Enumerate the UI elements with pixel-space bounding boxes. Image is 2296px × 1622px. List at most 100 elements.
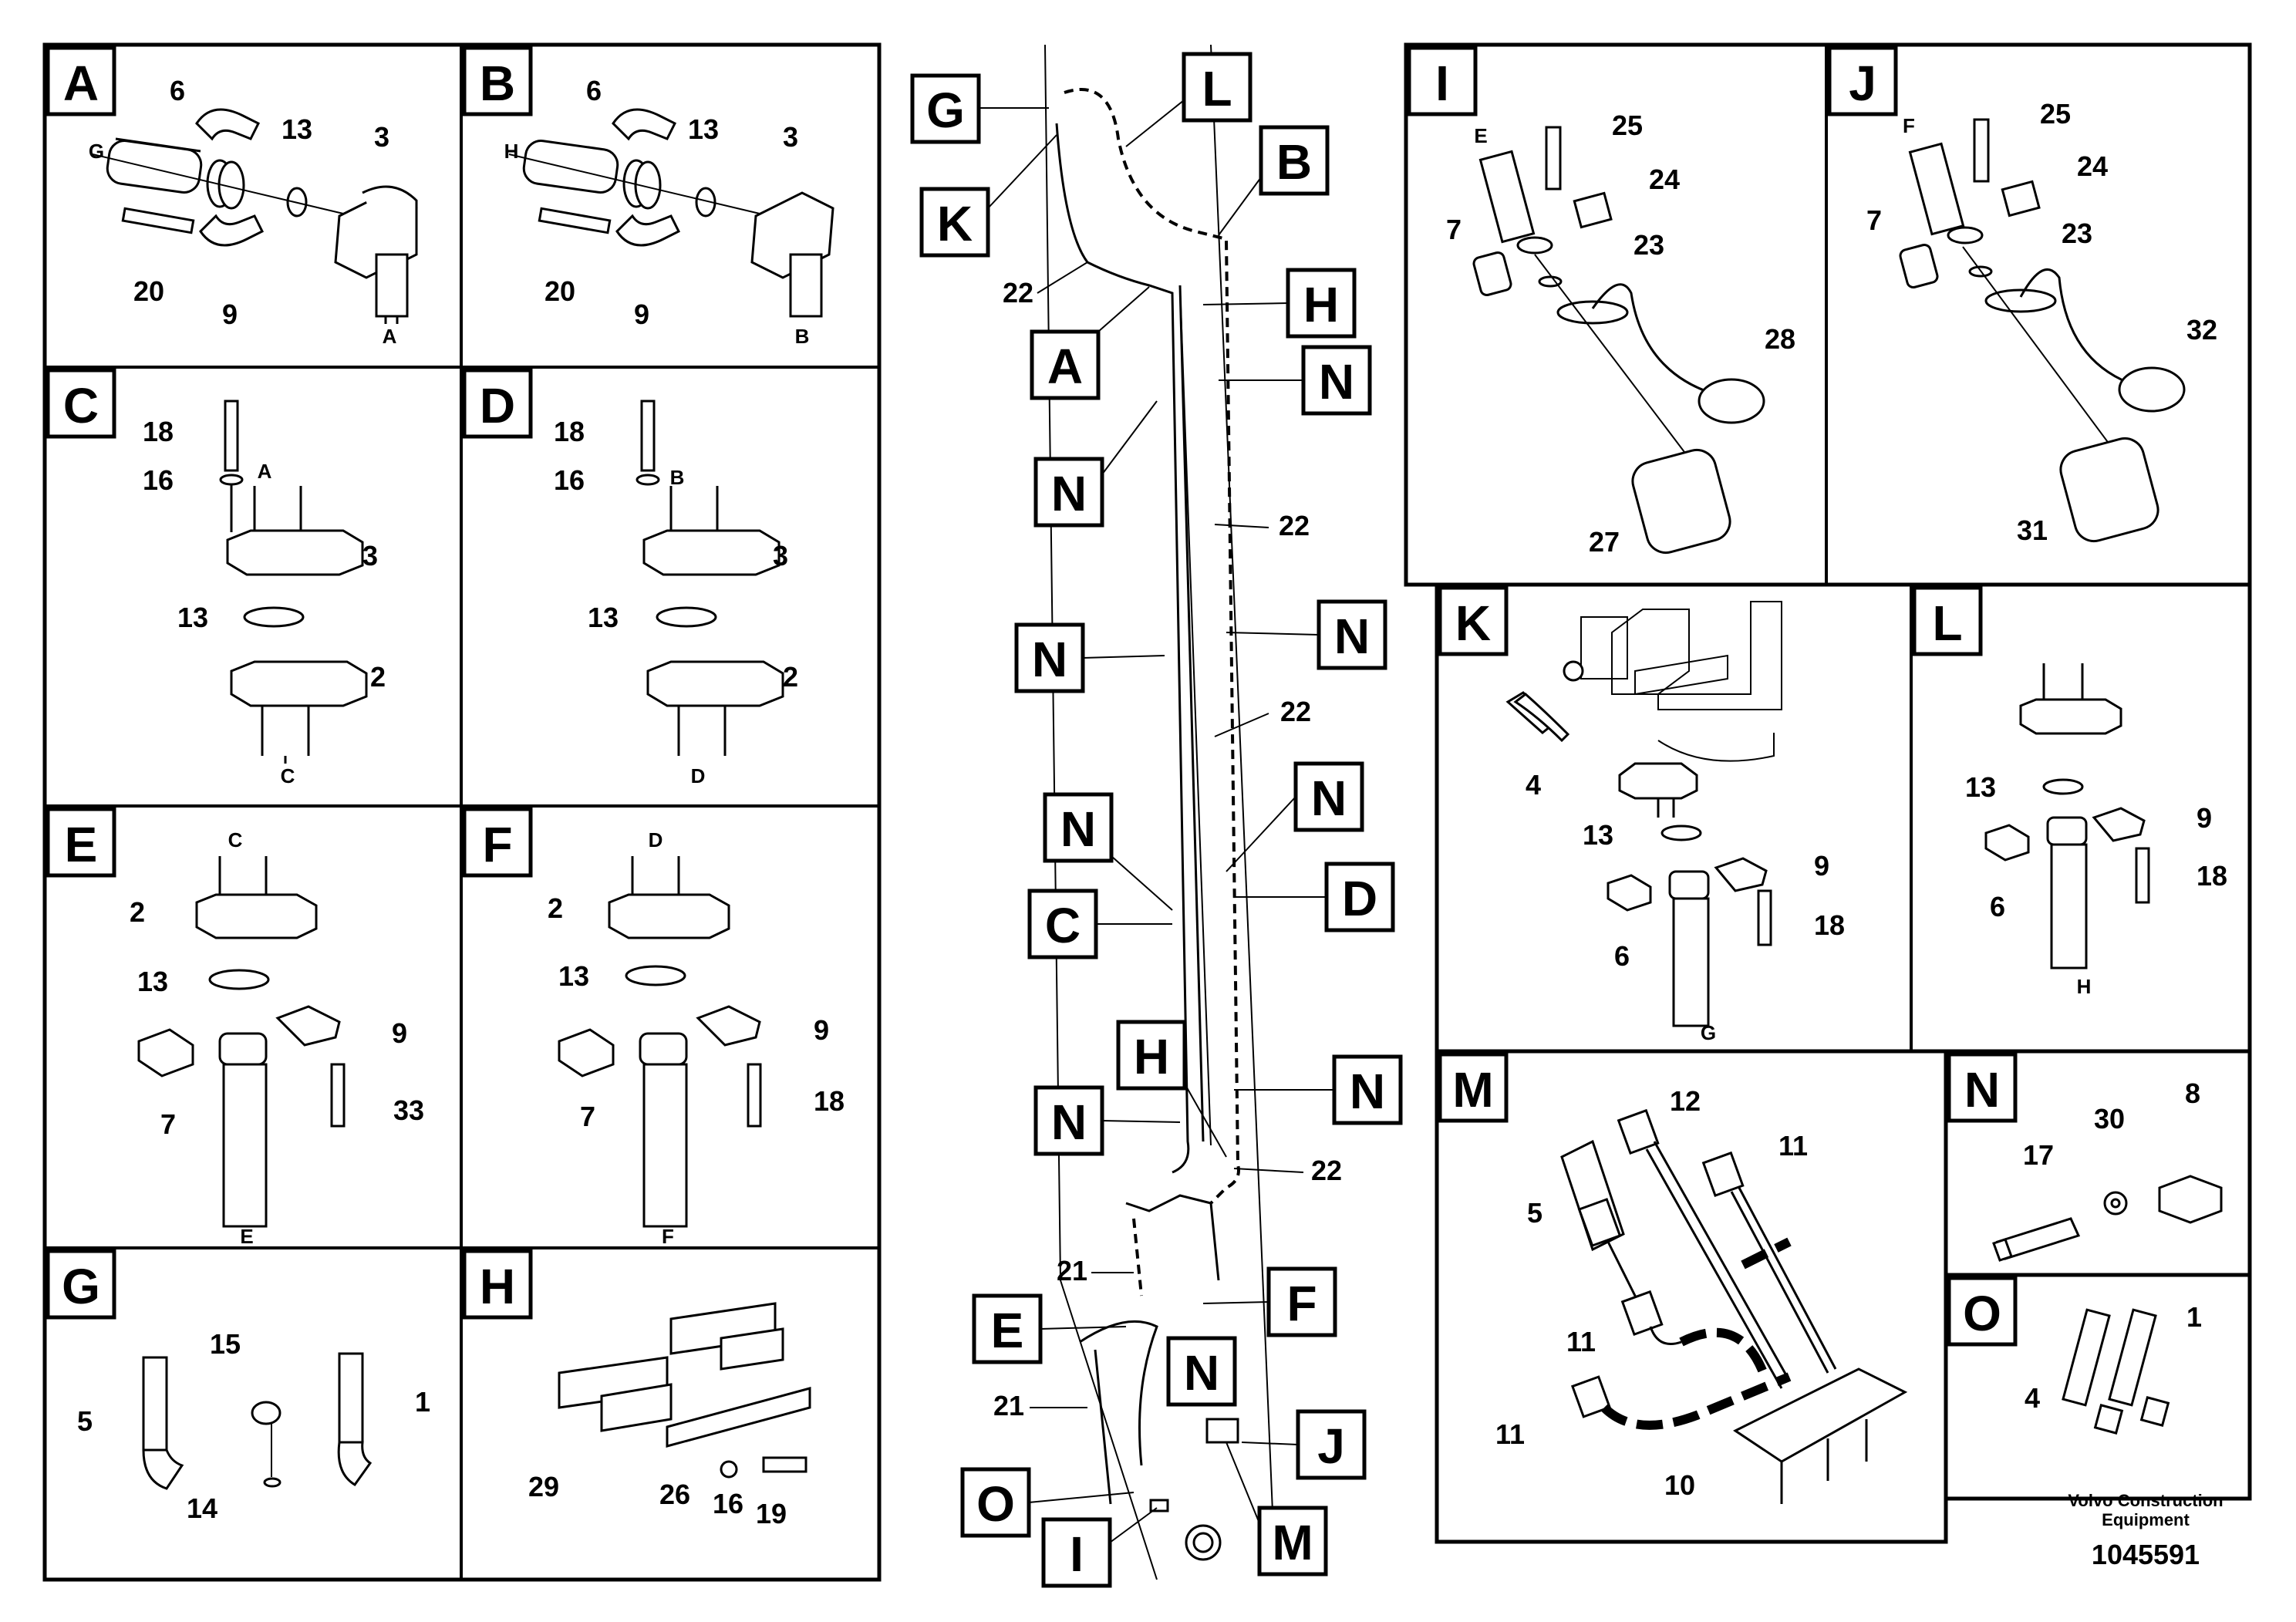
callout-n: N (1043, 792, 1114, 863)
part-number: 9 (392, 1017, 407, 1049)
part-number: 23 (1633, 229, 1664, 261)
svg-text:I: I (1070, 1526, 1084, 1582)
callout-n: N (1014, 622, 1085, 693)
connection-label: H (2077, 975, 2092, 998)
part-number: 20 (544, 275, 575, 307)
part-number: 15 (210, 1328, 241, 1360)
part-number: 10 (1664, 1469, 1695, 1501)
part-number: 29 (528, 1471, 559, 1502)
svg-text:C: C (1045, 898, 1081, 953)
panel-d: D 18 16 3 13 2 B D (462, 368, 798, 787)
part-number: 13 (688, 113, 719, 145)
svg-text:N: N (1319, 354, 1354, 410)
right-grid-frame (1404, 42, 2252, 1544)
panel-letter: B (480, 56, 515, 111)
svg-text:D: D (1342, 871, 1377, 926)
panel-g: G 15 5 1 14 (46, 1249, 430, 1524)
connection-label: G (89, 140, 104, 163)
part-number: 3 (773, 540, 788, 572)
svg-text:O: O (976, 1476, 1015, 1532)
part-number: 7 (1866, 204, 1882, 236)
part-number: 33 (393, 1094, 424, 1126)
part-number: 6 (170, 75, 185, 106)
part-number: 2 (548, 892, 563, 924)
connection-label: F (662, 1225, 674, 1248)
part-number: 3 (362, 540, 378, 572)
part-number: 24 (1649, 164, 1680, 195)
part-number: 18 (814, 1085, 845, 1117)
panel-letter: O (1963, 1286, 2001, 1341)
panel-n: N 8 30 17 (1947, 1052, 2223, 1262)
callout-n: N (1293, 761, 1364, 832)
connection-label: C (281, 764, 295, 787)
svg-text:N: N (1184, 1345, 1219, 1401)
company-name-line1: Volvo Construction (2068, 1491, 2223, 1510)
part-number: 11 (1778, 1130, 1808, 1162)
document-number: 1045591 (2092, 1539, 2200, 1570)
part-number: 9 (634, 298, 649, 330)
part-number: 9 (1814, 850, 1829, 882)
callout-m: M (1257, 1506, 1328, 1576)
callout-n: N (1033, 1085, 1104, 1156)
part-number: 21 (1057, 1255, 1087, 1286)
svg-text:H: H (1134, 1029, 1169, 1084)
part-number: 17 (2023, 1139, 2054, 1171)
connection-label: F (1903, 114, 1915, 137)
panel-letter: L (1932, 595, 1962, 651)
svg-text:N: N (1350, 1064, 1385, 1119)
panel-k: K 4 13 9 18 6 G (1438, 585, 1845, 1044)
callout-i: I (1041, 1517, 1112, 1588)
part-number: 1 (2186, 1301, 2202, 1333)
part-number: 22 (1280, 696, 1311, 727)
svg-text:E: E (991, 1303, 1024, 1358)
svg-text:A: A (1047, 339, 1083, 394)
callout-g: G (910, 73, 981, 144)
svg-text:K: K (937, 196, 973, 251)
part-number: 13 (588, 602, 619, 633)
part-number: 24 (2077, 150, 2108, 182)
panel-letter: K (1455, 595, 1491, 651)
callout-n: N (1166, 1336, 1237, 1407)
part-number: 13 (177, 602, 208, 633)
callout-h: H (1116, 1020, 1187, 1091)
overview-drawing (1044, 44, 1273, 1580)
part-number: 5 (1527, 1197, 1542, 1229)
part-number: 20 (133, 275, 164, 307)
part-number: 32 (2186, 314, 2217, 346)
panel-letter: A (63, 56, 99, 111)
part-number: 18 (143, 416, 174, 447)
part-number: 22 (1279, 510, 1310, 541)
part-number: 6 (1614, 940, 1630, 972)
part-number: 13 (282, 113, 312, 145)
svg-text:N: N (1051, 466, 1087, 521)
panel-letter: D (480, 378, 515, 433)
part-number: 7 (160, 1108, 176, 1140)
connection-label: A (258, 460, 272, 483)
part-number: 14 (187, 1492, 217, 1524)
svg-text:N: N (1051, 1094, 1087, 1150)
panel-c: C 18 16 3 13 2 A C (46, 368, 386, 787)
panel-f: F 2 13 9 18 7 D F (462, 807, 845, 1248)
panel-letter: I (1435, 56, 1449, 111)
part-number: 7 (580, 1101, 595, 1132)
part-number: 18 (2197, 860, 2227, 892)
svg-text:J: J (1317, 1418, 1345, 1474)
connection-label: D (691, 764, 706, 787)
part-number: 22 (1003, 277, 1033, 309)
connection-label: B (795, 325, 810, 348)
callout-n: N (1332, 1054, 1403, 1125)
part-number: 13 (558, 960, 589, 992)
connection-label: B (670, 466, 685, 489)
overview-part-numbers: 22 22 22 22 21 21 (993, 261, 1342, 1421)
panel-e: E 2 13 9 33 7 C E (46, 807, 424, 1248)
callout-o: O (960, 1467, 1031, 1538)
company-name-line2: Equipment (2102, 1510, 2190, 1529)
part-number: 13 (1583, 819, 1613, 851)
part-number: 22 (1311, 1155, 1342, 1186)
part-number: 7 (1446, 214, 1462, 245)
panel-letter: F (482, 817, 512, 872)
part-number: 21 (993, 1390, 1024, 1421)
panel-a: A 6 13 3 20 9 G A (46, 46, 418, 348)
svg-text:N: N (1334, 609, 1370, 664)
